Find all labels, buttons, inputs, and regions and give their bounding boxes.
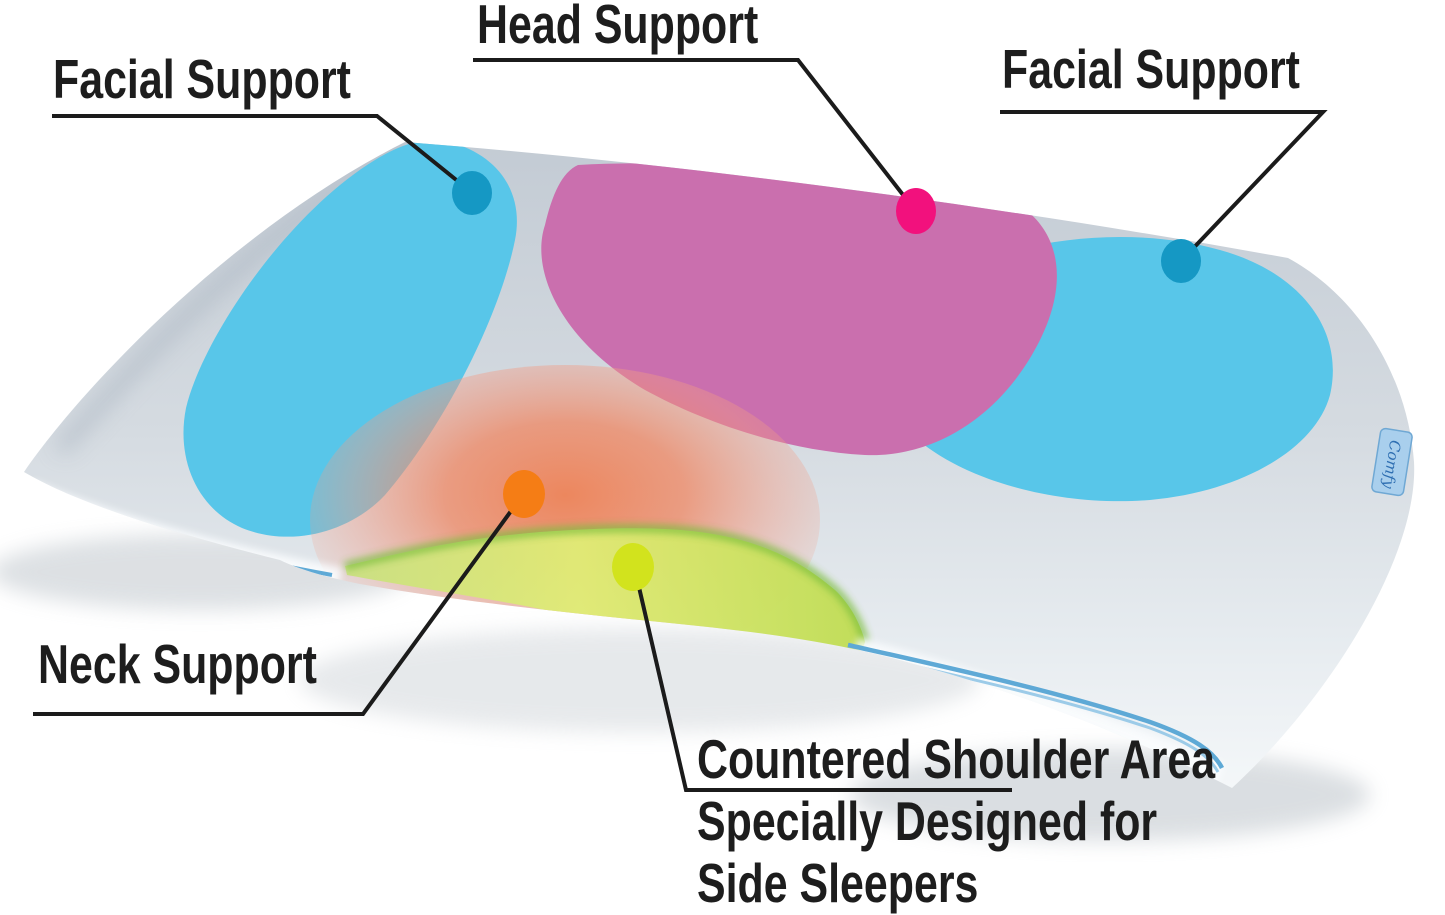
leader-facial-right xyxy=(1000,110,1328,261)
facial-left-dot xyxy=(452,171,492,215)
shoulder-note-line-2: Specially Designed for xyxy=(697,790,1158,852)
facial-zone-left xyxy=(183,142,517,537)
label-facial-support-left: Facial Support xyxy=(53,48,351,110)
shoulder-note-line-1: Countered Shoulder Area xyxy=(697,728,1216,790)
label-facial-support-right: Facial Support xyxy=(1002,38,1300,100)
head-dot xyxy=(896,188,936,234)
shoulder-band-edge xyxy=(344,524,869,643)
leader-shoulder xyxy=(633,569,1012,792)
shoulder-note-line-3: Side Sleepers xyxy=(697,852,979,914)
shoulder-dot xyxy=(612,543,654,591)
leader-facial-left xyxy=(52,114,472,193)
facial-right-dot xyxy=(1161,239,1201,283)
neck-dot xyxy=(503,470,545,518)
label-head-support: Head Support xyxy=(477,0,759,55)
leader-neck xyxy=(33,494,524,716)
leader-head xyxy=(473,58,916,211)
piping-right xyxy=(847,642,1225,770)
label-neck-support: Neck Support xyxy=(38,633,317,695)
brand-tag: Comfy xyxy=(1371,427,1413,497)
label-shoulder-area-note: Countered Shoulder Area Specially Design… xyxy=(697,728,1215,914)
